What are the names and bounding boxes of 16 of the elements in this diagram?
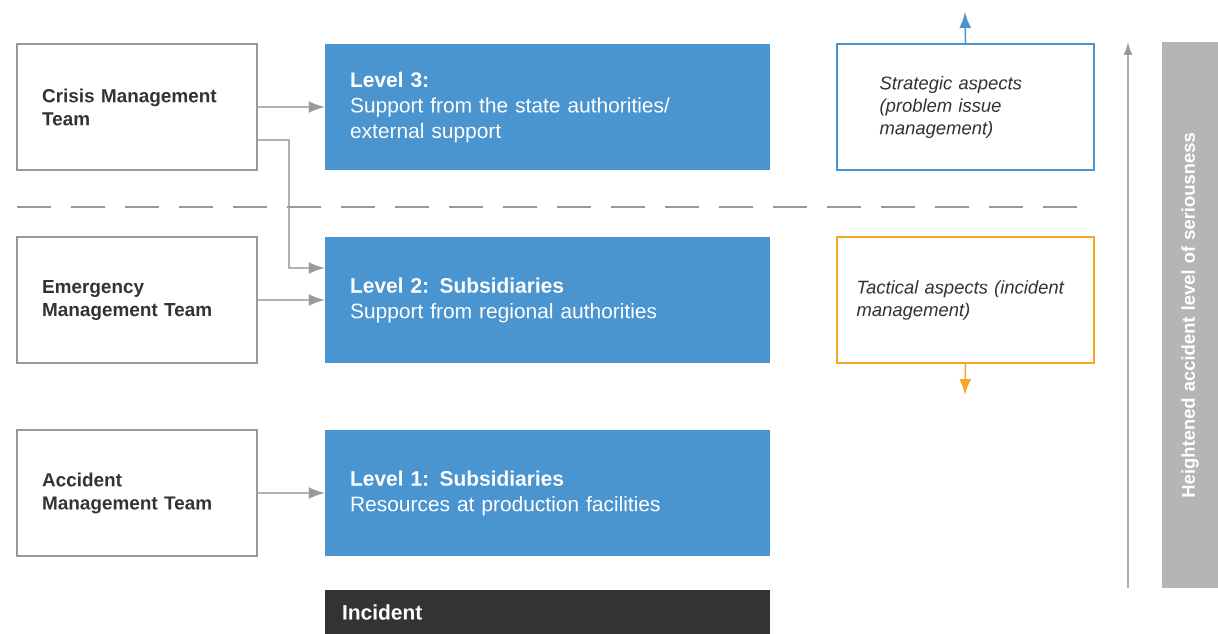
level-box: Level 1: Subsidiaries Resources at production facilities <box>325 430 770 556</box>
team-box: Emergency Management Team <box>16 236 258 364</box>
team-box: Accident Management Team <box>16 429 258 557</box>
arrow <box>257 101 323 113</box>
level-box: Level 3: Support from the state authorities/ external support <box>325 44 770 170</box>
scale-band: Heightened accident level of seriousness <box>1162 42 1218 588</box>
arrow <box>959 363 971 393</box>
team-box: Crisis Management Team <box>16 43 258 171</box>
arrow <box>257 139 323 274</box>
aspect-box: Tactical aspects (incident management) <box>836 236 1095 364</box>
arrow <box>257 487 323 499</box>
aspect-box: Strategic aspects (problem issue management) <box>836 43 1095 171</box>
incident-bar: Incident <box>325 590 770 634</box>
level-box: Level 2: Subsidiaries Support from regional authorities <box>325 237 770 363</box>
arrow <box>257 294 323 306</box>
arrow <box>959 14 971 44</box>
